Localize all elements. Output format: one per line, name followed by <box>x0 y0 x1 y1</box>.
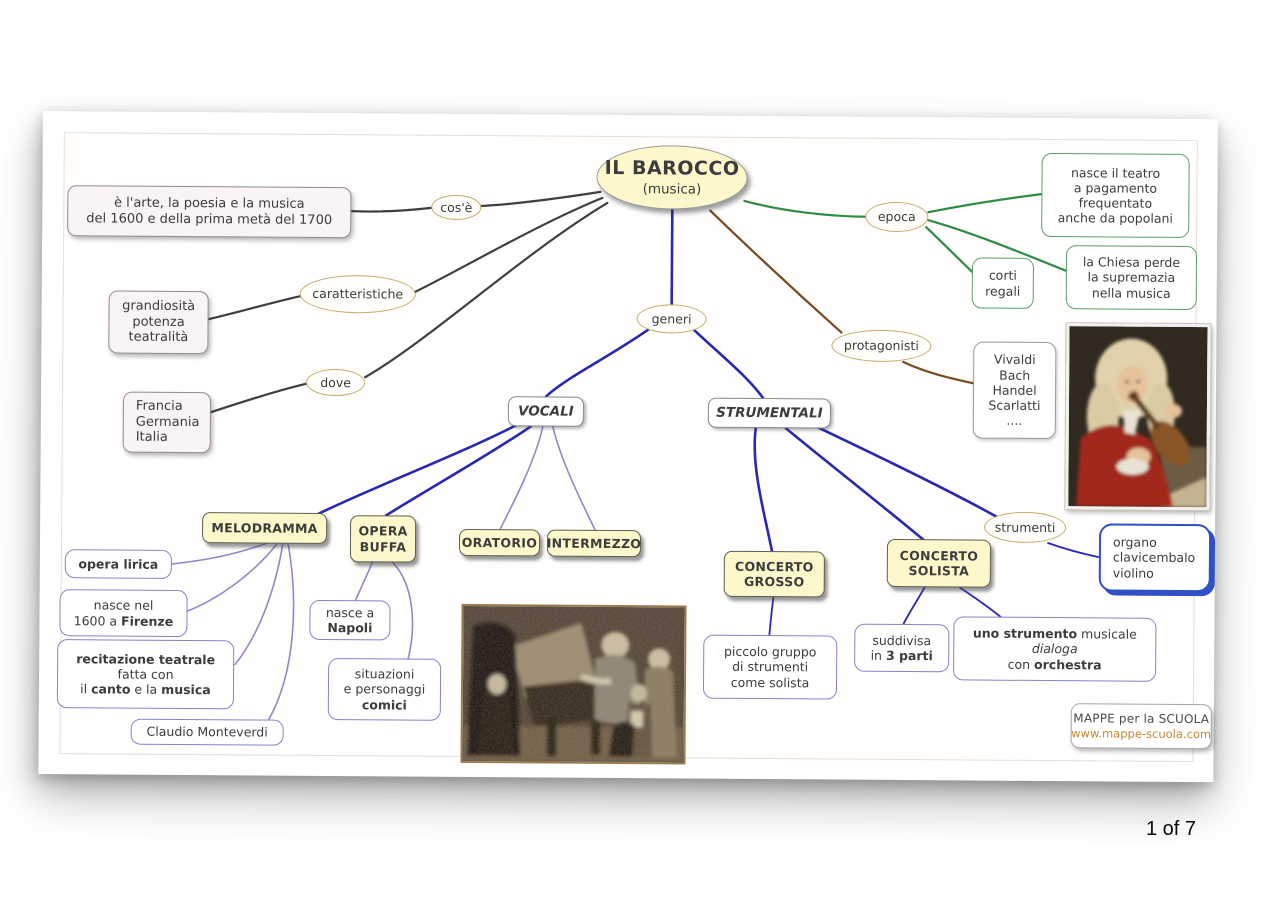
page-indicator: 1 of 7 <box>1146 818 1197 840</box>
label-dove: dove <box>306 368 366 397</box>
box-organo: organo clavicembalo violino <box>1098 523 1212 593</box>
box-comici: situazioni e personaggi comici <box>327 658 442 721</box>
box-corti-regali: corti regali <box>971 257 1034 309</box>
label-epoca: epoca <box>865 201 929 233</box>
box-opera-buffa: OPERA BUFFA <box>349 515 417 563</box>
box-paesi: Francia Germania Italia <box>122 391 212 454</box>
concept-map-page: IL BAROCCO (musica) cos'è caratteristich… <box>38 111 1218 783</box>
logo-mappe-scuola: MAPPE per la SCUOLA www.mappe-scuola.com <box>1070 703 1212 750</box>
box-teatro-pagamento: nasce il teatro a pagamento frequentato … <box>1041 152 1190 239</box>
box-intermezzo: INTERMEZZO <box>547 529 641 558</box>
box-monteverdi: Claudio Monteverdi <box>130 718 284 746</box>
box-strumentali: STRUMENTALI <box>707 397 832 429</box>
connector-lines <box>171 190 1101 721</box>
box-definizione: è l'arte, la poesia e la musica del 1600… <box>67 185 352 239</box>
box-concerto-solista: CONCERTO SOLISTA <box>886 538 992 588</box>
box-recitazione: recitazione teatrale fatta con il canto … <box>56 639 235 710</box>
box-melodramma: MELODRAMMA <box>201 512 328 544</box>
node-il-barocco: IL BAROCCO (musica) <box>596 144 748 210</box>
box-dialoga: uno strumento musicale dialoga con orche… <box>953 616 1157 682</box>
harpsichord-scene-image <box>460 603 687 765</box>
label-protagonisti: protagonisti <box>831 329 932 363</box>
box-vocali: VOCALI <box>507 396 585 427</box>
box-concerto-grosso: CONCERTO GROSSO <box>723 550 825 598</box>
box-piccolo-gruppo: piccolo gruppo di strumenti come solista <box>702 634 838 700</box>
box-opera-lirica: opera lirica <box>64 549 172 579</box>
box-chiesa: la Chiesa perde la supremazia nella musi… <box>1065 245 1198 311</box>
map-subtitle: (musica) <box>642 181 702 198</box>
box-suddivisa: suddivisa in 3 parti <box>854 623 950 673</box>
vivaldi-portrait-image <box>1065 323 1211 511</box>
map-title: IL BAROCCO <box>604 156 740 180</box>
label-caratteristiche: caratteristiche <box>299 274 416 314</box>
label-cose: cos'è <box>431 194 482 221</box>
box-caratteristiche-valori: grandiosità potenza teatralità <box>108 290 209 355</box>
box-nasce-firenze: nasce nel 1600 a Firenze <box>59 589 188 638</box>
box-protagonisti-nomi: Vivaldi Bach Handel Scarlatti .... <box>972 341 1057 440</box>
box-oratorio: ORATORIO <box>458 528 541 557</box>
label-strumenti: strumenti <box>984 511 1067 544</box>
box-nasce-napoli: nasce a Napoli <box>309 599 391 641</box>
label-generi: generi <box>636 304 707 334</box>
